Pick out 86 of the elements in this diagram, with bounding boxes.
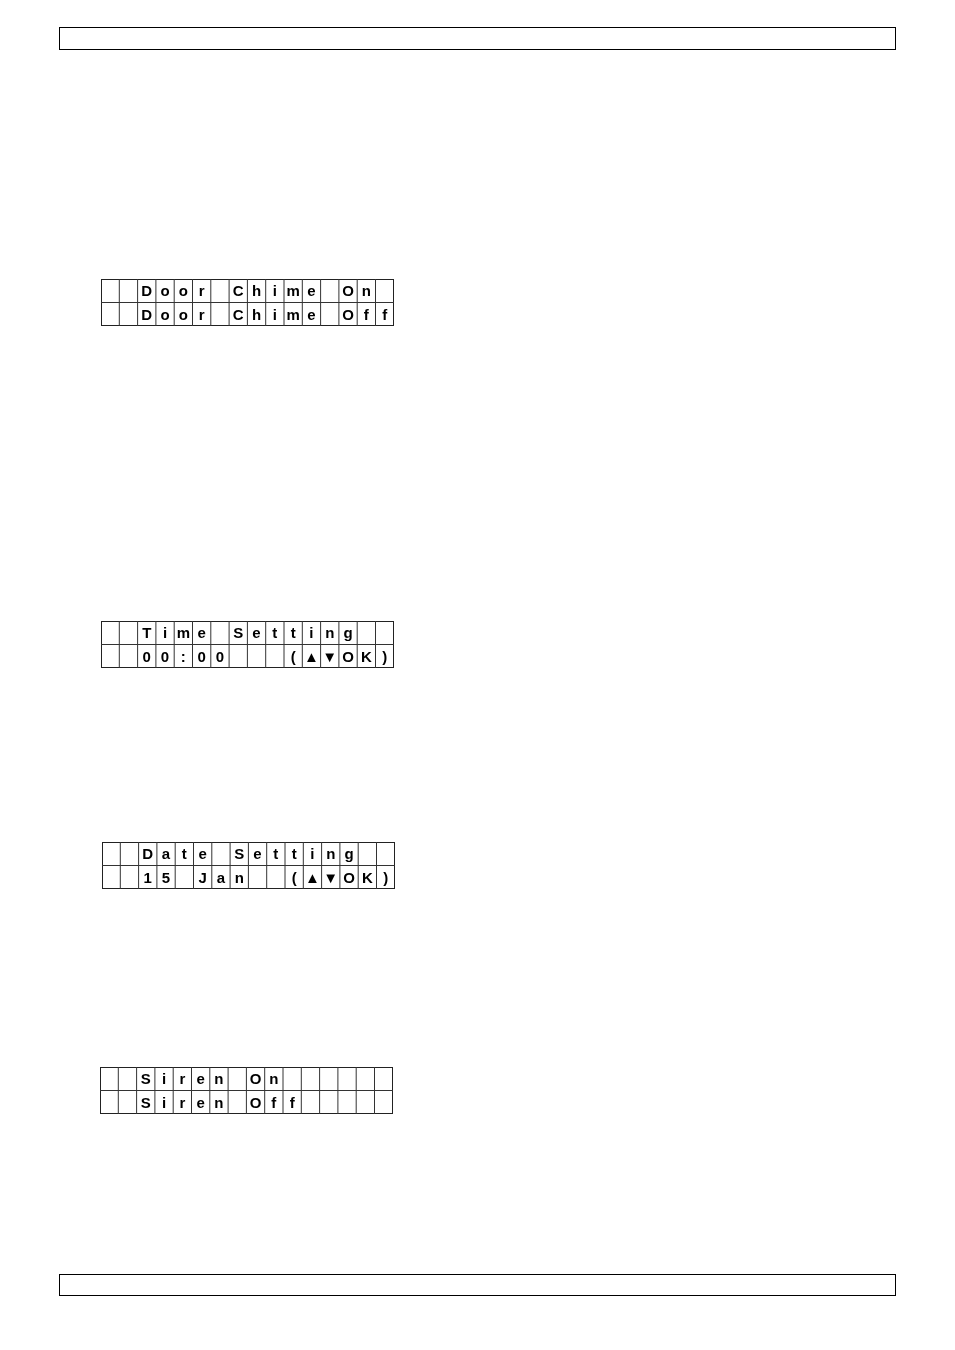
display-character: r: [197, 281, 206, 301]
display-character: ▼: [322, 867, 339, 888]
display-character: i: [308, 623, 315, 643]
display-character: o: [177, 304, 189, 325]
display-character: C: [231, 281, 245, 301]
display-character: n: [233, 867, 245, 888]
lcd-display: [100, 1067, 393, 1114]
display-character: i: [271, 304, 278, 325]
display-character: o: [159, 304, 171, 325]
display-character: O: [342, 867, 356, 888]
display-character: 5: [160, 867, 172, 888]
display-character: o: [159, 281, 171, 301]
display-character: n: [325, 844, 337, 864]
display-character: n: [360, 281, 372, 301]
display-character: e: [306, 281, 317, 301]
display-character: D: [140, 281, 154, 301]
display-character: O: [341, 304, 355, 325]
display-character: C: [231, 304, 245, 325]
display-character: t: [271, 623, 279, 643]
display-character: g: [342, 623, 354, 643]
display-character: 0: [196, 646, 207, 667]
display-character: ▼: [321, 646, 338, 667]
display-character: e: [195, 1092, 206, 1113]
display-character: f: [270, 1092, 278, 1113]
display-character: m: [175, 623, 191, 643]
display-character: e: [252, 844, 263, 864]
display-character: O: [248, 1069, 263, 1089]
display-character: D: [140, 304, 154, 325]
display-character: t: [290, 844, 298, 864]
display-character: i: [160, 1092, 168, 1113]
display-character: h: [250, 281, 263, 301]
display-character: 0: [214, 646, 226, 667]
display-character: f: [288, 1092, 296, 1113]
display-character: O: [248, 1092, 263, 1113]
display-character: i: [161, 623, 169, 643]
display-character: T: [141, 623, 153, 643]
display-character: r: [178, 1069, 187, 1089]
display-character: S: [232, 623, 245, 643]
display-character: t: [272, 844, 280, 864]
lcd-display: [101, 279, 394, 326]
display-character: m: [285, 304, 301, 325]
display-character: i: [271, 281, 278, 301]
display-character: e: [196, 623, 207, 643]
display-character: t: [289, 623, 297, 643]
display-character: O: [341, 281, 355, 301]
lcd-display: [102, 842, 395, 889]
display-character: r: [178, 1092, 187, 1113]
display-character: (: [290, 867, 298, 888]
display-character: ): [381, 646, 389, 667]
display-character: r: [197, 304, 206, 325]
display-character: K: [360, 867, 374, 888]
display-character: h: [250, 304, 263, 325]
display-character: O: [341, 646, 355, 667]
display-character: e: [195, 1069, 206, 1089]
display-character: o: [177, 281, 189, 301]
display-character: t: [180, 844, 188, 864]
display-character: ▲: [304, 867, 321, 888]
display-character: n: [324, 623, 336, 643]
display-character: g: [343, 844, 355, 864]
display-character: S: [233, 844, 246, 864]
display-character: D: [141, 844, 155, 864]
display-character: f: [381, 304, 389, 325]
display-character: e: [306, 304, 317, 325]
display-character: S: [139, 1069, 152, 1089]
display-character: n: [213, 1069, 225, 1089]
display-character: ): [382, 867, 390, 888]
display-character: J: [197, 867, 208, 888]
display-character: :: [179, 646, 187, 667]
display-character: 0: [159, 646, 171, 667]
display-character: 1: [142, 867, 153, 888]
display-character: (: [289, 646, 297, 667]
display-character: n: [213, 1092, 225, 1113]
display-character: f: [362, 304, 370, 325]
display-character: a: [160, 844, 172, 864]
display-character: e: [251, 623, 262, 643]
display-character: i: [309, 844, 316, 864]
display-character: e: [197, 844, 208, 864]
display-character: S: [139, 1092, 152, 1113]
display-character: m: [285, 281, 301, 301]
display-character: 0: [141, 646, 152, 667]
lcd-display: [101, 621, 394, 668]
display-character: i: [160, 1069, 168, 1089]
display-character: a: [215, 867, 227, 888]
display-character: n: [268, 1069, 280, 1089]
display-character: ▲: [303, 646, 320, 667]
display-character: K: [359, 646, 373, 667]
